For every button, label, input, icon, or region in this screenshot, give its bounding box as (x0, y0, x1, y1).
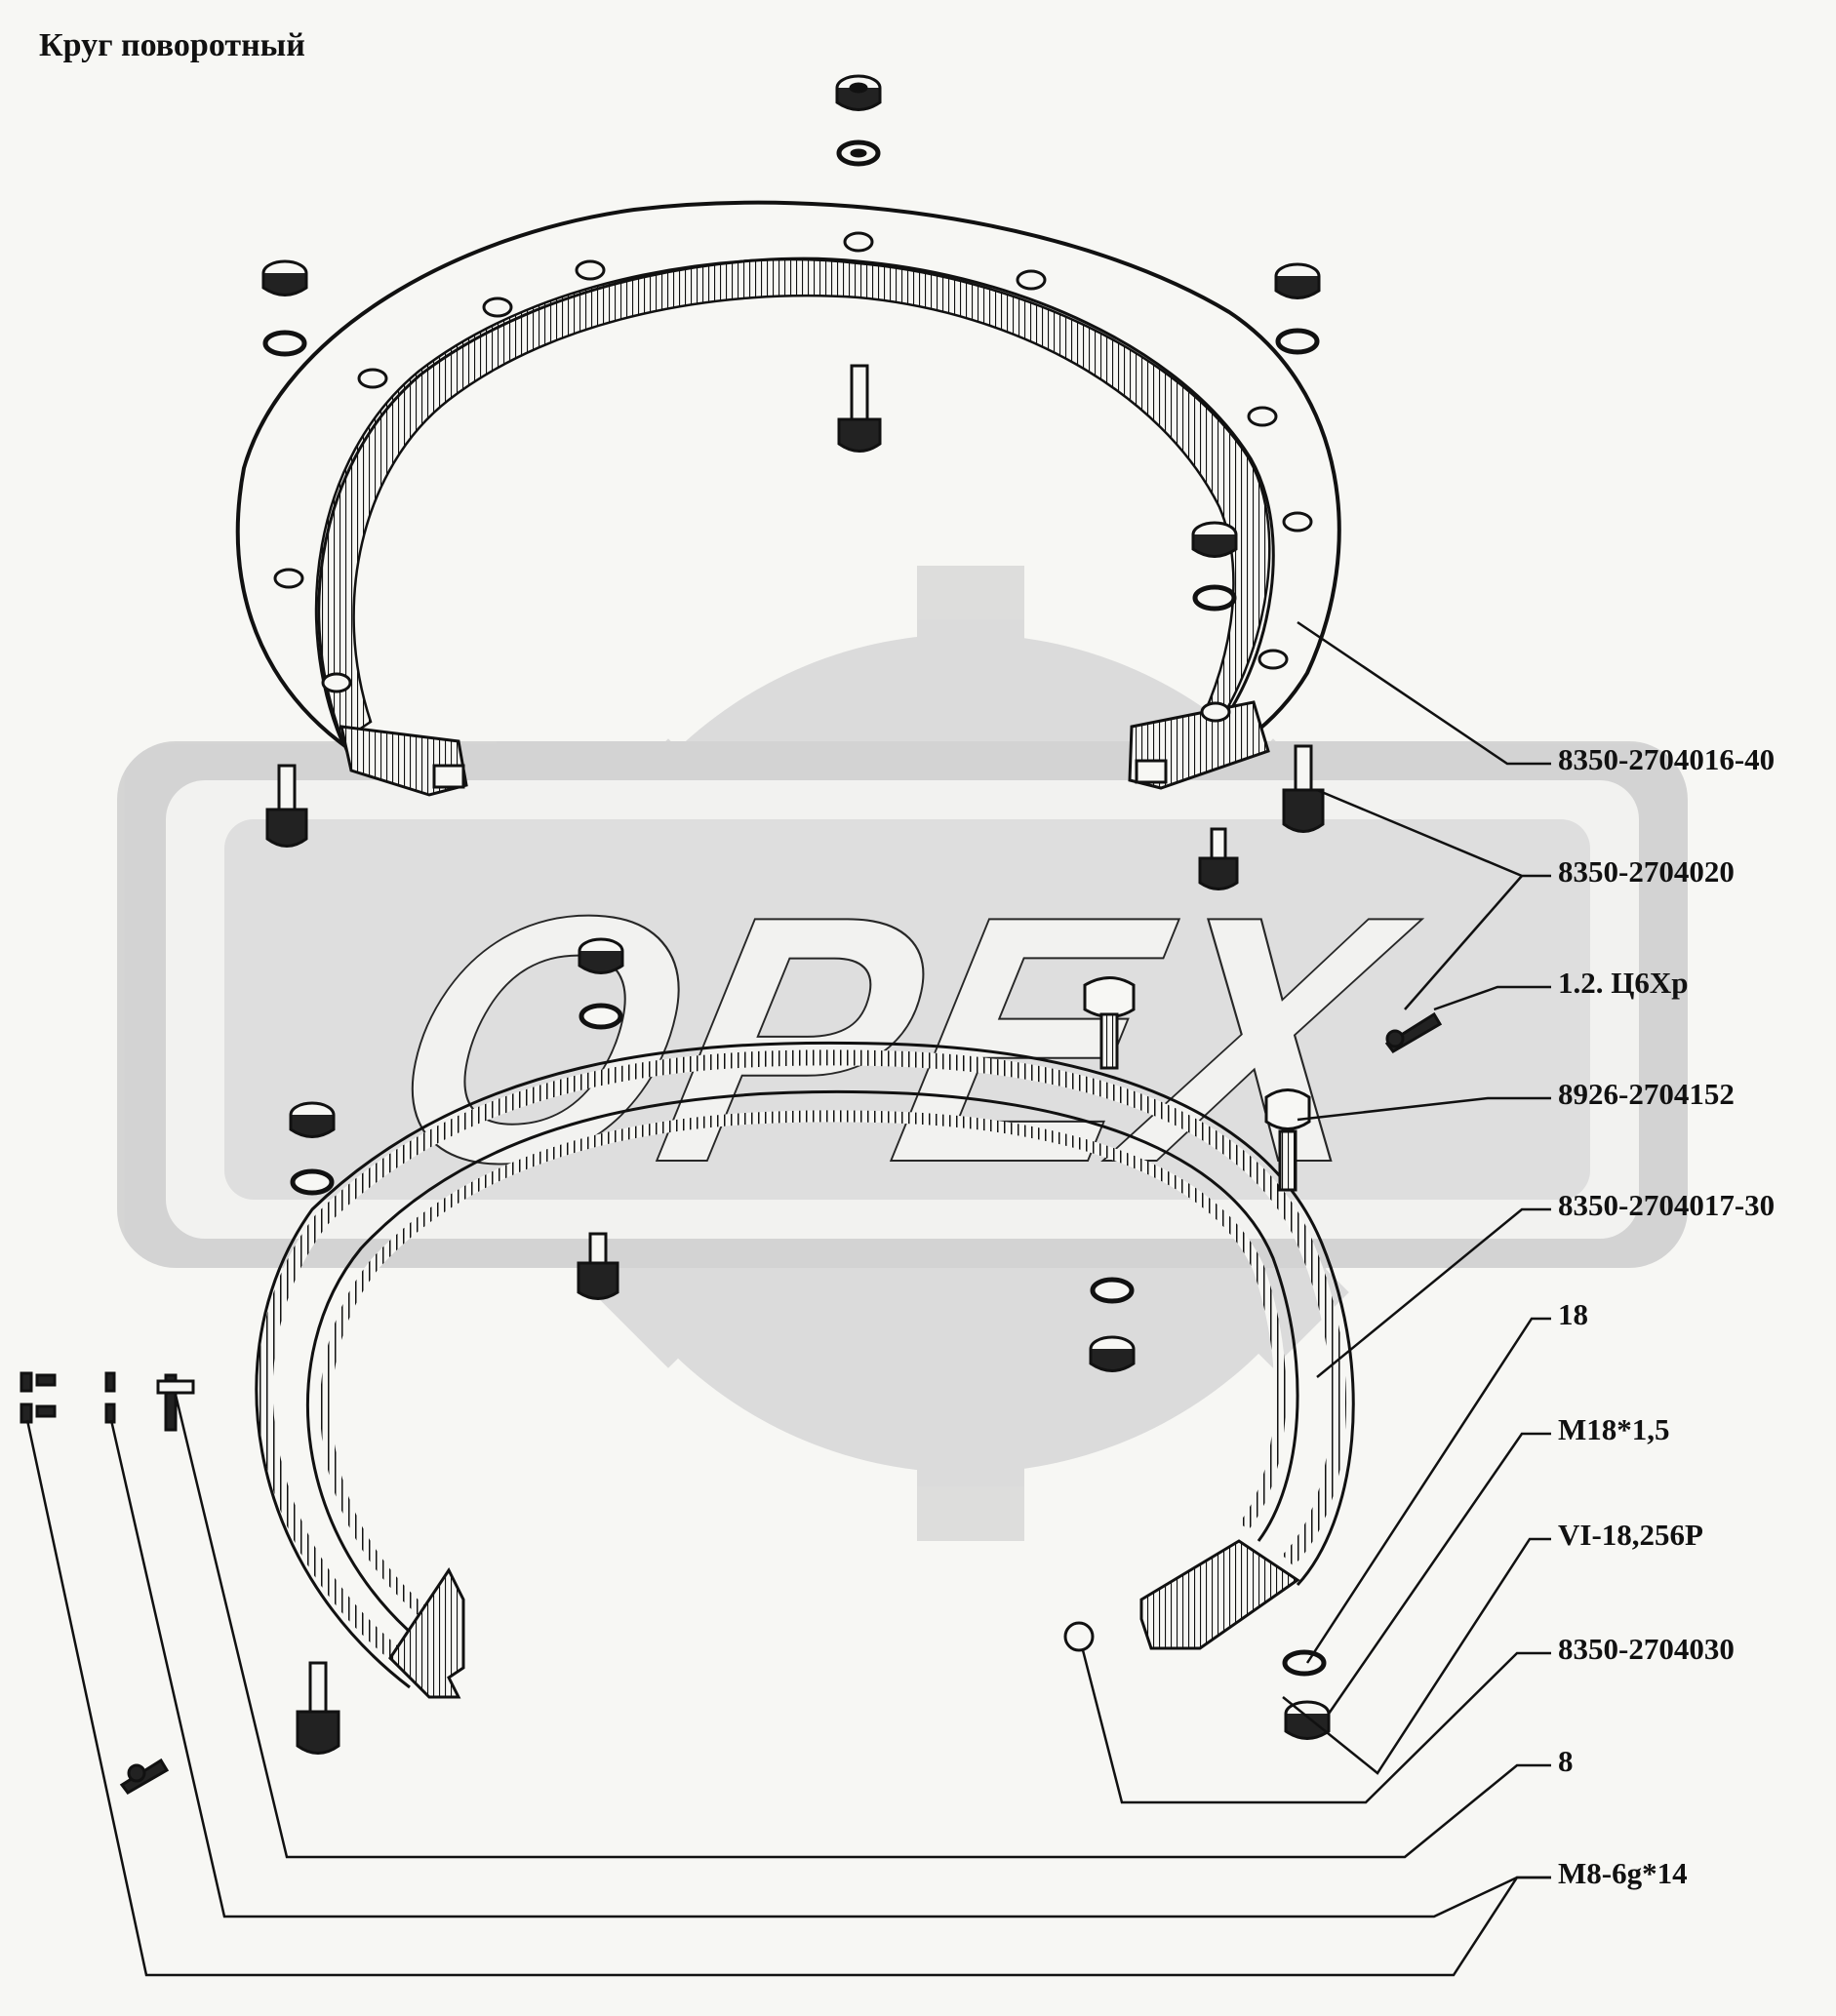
bolt-8926 (1083, 976, 1136, 1070)
washer-mid-left (579, 1003, 623, 1030)
lower-ring (255, 1041, 1355, 1699)
hardware (20, 74, 1443, 1795)
set-screws (20, 1371, 195, 1432)
callout-part-9: 8350-2704030 (1558, 1632, 1735, 1666)
callout-part-5: 8350-2704017-30 (1558, 1188, 1776, 1222)
washer-far-left (290, 1168, 335, 1196)
callout-part-8: VI-18,256P (1558, 1518, 1703, 1552)
washer-right (1275, 328, 1320, 355)
bolt-center-top (837, 364, 882, 453)
bolt-left-upper (265, 764, 308, 848)
callout-part-3: 1.2. Ц6Хр (1558, 966, 1689, 1000)
callout-part-7: M18*1,5 (1558, 1412, 1670, 1446)
bolt-center-mid (1198, 827, 1239, 890)
nut-top (835, 74, 882, 111)
nut-lower-mid-a (1090, 1277, 1135, 1304)
callout-part-1: 8350-2704016-40 (1558, 742, 1776, 776)
callout-part-10: 8 (1558, 1744, 1574, 1778)
nut-mid-left (578, 937, 624, 974)
callout-part-2: 8350-2704020 (1558, 854, 1735, 889)
nut-far-left (289, 1101, 336, 1138)
callout-part-4: 8926-2704152 (1558, 1077, 1735, 1111)
nut-m18 (1284, 1700, 1331, 1740)
nut-right (1274, 262, 1321, 299)
nut-left (261, 259, 308, 296)
washer-left (262, 330, 307, 357)
callout-part-11: M8-6g*14 (1558, 1856, 1688, 1890)
ball (1063, 1621, 1095, 1652)
bolt-lower-mid (577, 1232, 619, 1300)
leader-lines (25, 620, 1551, 1977)
grease-fitting-left (119, 1758, 170, 1795)
diagram-title: Круг поворотный (39, 27, 305, 63)
upper-ring (235, 200, 1341, 797)
callout-part-6: 18 (1558, 1297, 1588, 1331)
bolt-lower-left (296, 1661, 340, 1755)
washer-inner-right (1192, 584, 1237, 612)
grease-fitting-right (1384, 1011, 1443, 1053)
washer-18 (1282, 1649, 1327, 1677)
watermark-text: OPEX (361, 844, 1439, 1236)
nut-lower-mid-b (1089, 1335, 1136, 1372)
washer-top (836, 139, 881, 167)
bolt-right-upper (1282, 744, 1325, 833)
nut-inner-right (1191, 521, 1238, 558)
